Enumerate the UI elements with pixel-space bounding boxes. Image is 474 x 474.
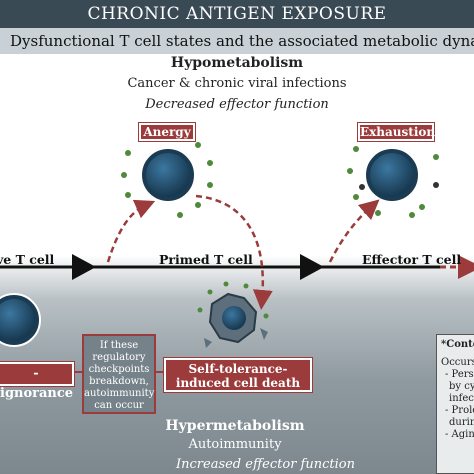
dying-cell bbox=[197, 281, 269, 348]
timeline-arrowhead-1 bbox=[72, 254, 96, 280]
checkpoint-note: If these regulatory checkpoints breakdow… bbox=[82, 334, 156, 414]
hypermetabolism-effect: Increased effector function bbox=[176, 457, 355, 472]
self-tolerance-death-label: Self-tolerance-induced cell death bbox=[164, 358, 312, 392]
context-line: - Persi bbox=[445, 369, 474, 380]
timeline-arrowhead-2 bbox=[300, 254, 324, 280]
stage-naive-label: ve T cell bbox=[0, 252, 55, 267]
hypermetabolism-conditions: Autoimmunity bbox=[188, 437, 282, 452]
hypometabolism-conditions: Cancer & chronic viral infections bbox=[127, 76, 347, 91]
ignorance-label: -ignorance bbox=[0, 362, 74, 401]
hypometabolism-title: Hypometabolism bbox=[170, 55, 304, 71]
hypermetabolism-title: Hypermetabolism bbox=[165, 418, 305, 434]
diagram-subtitle: Dysfunctional T cell states and the asso… bbox=[0, 28, 474, 54]
context-panel: *Conte Occurs - Persi by cy infec - Prol… bbox=[436, 334, 474, 474]
stage-effector-label: Effector T cell bbox=[362, 252, 462, 267]
naive-cell bbox=[0, 293, 41, 347]
context-heading: *Conte bbox=[441, 339, 474, 350]
stage-primed-label: Primed T cell bbox=[159, 252, 253, 267]
context-line: - Prolo bbox=[445, 405, 474, 416]
context-line: - Agin bbox=[445, 429, 474, 440]
anergy-cell bbox=[121, 134, 213, 218]
context-line: by cy bbox=[449, 381, 474, 392]
hypometabolism-effect: Decreased effector function bbox=[145, 97, 329, 112]
exhaustion-cell bbox=[347, 132, 439, 218]
context-line: Occurs bbox=[441, 357, 474, 368]
anergy-label: Anergy bbox=[139, 123, 195, 141]
exhaustion-label: Exhaustion bbox=[358, 123, 436, 141]
anergy-to-death-arrow bbox=[195, 194, 273, 310]
context-line: durin bbox=[449, 417, 474, 428]
context-line: infec bbox=[449, 393, 474, 404]
effector-to-exhaustion-arrow bbox=[328, 199, 380, 263]
primed-to-anergy-arrow bbox=[106, 199, 156, 263]
diagram-title: CHRONIC ANTIGEN EXPOSURE bbox=[0, 0, 474, 28]
